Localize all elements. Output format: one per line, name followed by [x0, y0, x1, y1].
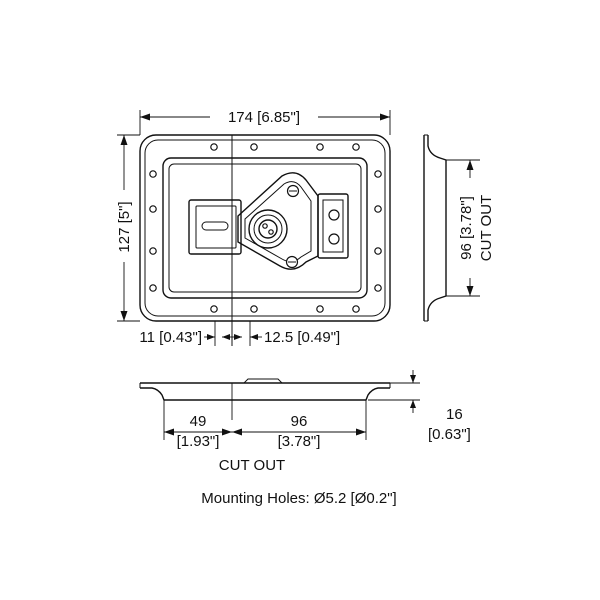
depth-value: 16: [446, 406, 463, 423]
mounting-hole: [149, 205, 157, 213]
mounting-hole: [374, 205, 382, 213]
right-offset-label: 12.5 [0.49"]: [264, 329, 340, 346]
recess-inner: [168, 163, 362, 293]
recess-outer: [162, 157, 368, 299]
width-dimension: [139, 110, 391, 135]
mounting-hole: [352, 305, 360, 313]
width-dim-label: 174 [6.85"]: [228, 109, 300, 126]
mounting-hole: [374, 247, 382, 255]
height-dimension: [117, 134, 140, 322]
bottom-cutout-caption: CUT OUT: [219, 457, 285, 474]
latch-handle: [237, 172, 319, 270]
bottom-left-value: 49: [190, 413, 207, 430]
offset-dimensions: [204, 321, 262, 346]
mounting-hole: [374, 170, 382, 178]
mounting-hole: [210, 305, 218, 313]
bottom-right-inch: [3.78"]: [278, 433, 321, 450]
keeper-bracket: [317, 193, 349, 259]
catch-plate: [188, 199, 242, 255]
height-dim-label: 127 [5"]: [116, 201, 133, 252]
mounting-hole: [374, 284, 382, 292]
bottom-right-value: 96: [291, 413, 308, 430]
mounting-hole: [316, 143, 324, 151]
mounting-hole: [149, 247, 157, 255]
mounting-hole: [250, 143, 258, 151]
mounting-holes: [149, 143, 382, 313]
mounting-hole: [250, 305, 258, 313]
mounting-holes-note: Mounting Holes: Ø5.2 [Ø0.2"]: [201, 490, 396, 507]
cutout-height-caption: CUT OUT: [478, 195, 495, 261]
cutout-height-label: 96 [3.78"]: [458, 196, 475, 260]
front-view: 174 [6.85"] 127 [5"] 11 [0.43"] 12.5 [0.…: [116, 109, 391, 346]
edge-view: [139, 370, 420, 440]
flange-inner-edge: [144, 139, 386, 317]
mounting-hole: [352, 143, 360, 151]
mounting-hole: [316, 305, 324, 313]
side-view: [423, 134, 480, 322]
mounting-hole: [149, 170, 157, 178]
left-offset-label: 11 [0.43"]: [139, 329, 202, 346]
bottom-left-inch: [1.93"]: [177, 433, 220, 450]
mounting-hole: [149, 284, 157, 292]
outer-flange: [139, 134, 391, 322]
mounting-hole: [210, 143, 218, 151]
depth-inch: [0.63"]: [428, 426, 471, 443]
